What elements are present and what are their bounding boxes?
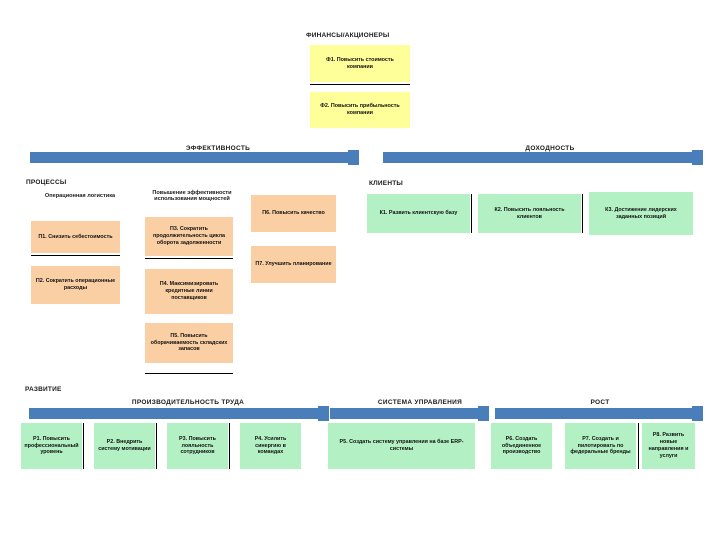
objective-box-p4[interactable]: П4. Максимизировать кредитные линии пост… (145, 269, 233, 314)
divider-development-3 (229, 423, 230, 469)
divider-development-1 (83, 423, 84, 469)
objective-box-k3[interactable]: К3. Достижение лидерских заданных позици… (589, 192, 693, 235)
perspective-label-clients: КЛИЕНТЫ (369, 180, 403, 187)
objective-box-f1[interactable]: Ф1. Повысить стоимость компании (310, 45, 410, 82)
band-arrow-growth (495, 406, 703, 421)
band-arrow-profitability (383, 150, 703, 165)
band-title-profitability: ДОХОДНОСТЬ (525, 145, 575, 152)
objective-box-r7[interactable]: Р7. Создать и пилотировать по федеральны… (565, 423, 636, 469)
divider-development-4 (638, 423, 639, 469)
divider-clients-2 (582, 194, 583, 233)
objective-box-p6[interactable]: П6. Повысить качество (251, 195, 336, 232)
divider-processes-operational (31, 255, 120, 256)
objective-box-f2[interactable]: Ф2. Повысить прибыльность компании (310, 92, 410, 128)
objective-box-r5[interactable]: Р5. Создать систему управления на базе E… (328, 423, 475, 469)
band-title-effectiveness: ЭФФЕКТИВНОСТЬ (185, 145, 251, 152)
band-arrow-tip-effectiveness (348, 150, 359, 165)
objective-box-k1[interactable]: К1. Развить клиентскую базу (367, 194, 470, 233)
perspective-label-finance: ФИНАНСЫ/АКЦИОНЕРЫ (306, 32, 390, 39)
objective-box-p2[interactable]: П2. Сократить операционные расходы (31, 266, 120, 304)
perspective-label-processes: ПРОЦЕССЫ (26, 179, 67, 186)
band-arrow-tip-management (478, 406, 489, 421)
band-title-labour: ПРОИЗВОДИТЕЛЬНОСТЬ ТРУДА (131, 399, 245, 406)
objective-box-k2[interactable]: К2. Повысить лояльность клиентов (478, 194, 581, 233)
band-arrow-management (330, 406, 489, 421)
divider-clients-1 (471, 194, 472, 233)
divider-finance (310, 84, 410, 85)
objective-box-r8[interactable]: Р8. Развить новые направления и услуги (642, 423, 695, 469)
objective-box-r1[interactable]: Р1. Повысить профессиональный уровень (21, 423, 82, 469)
band-arrow-tip-growth (692, 406, 703, 421)
divider-processes-capacity-1 (145, 258, 233, 259)
band-arrow-tip-labour (318, 406, 329, 421)
band-arrow-tip-profitability (692, 150, 703, 165)
column-caption-capacity: Повышение эффективности использования мо… (152, 190, 232, 203)
column-caption-operational: Операционная логистика (44, 193, 116, 199)
objective-box-p7[interactable]: П7. Улучшить планирование (251, 246, 336, 283)
band-title-growth: РОСТ (590, 399, 610, 406)
perspective-label-development: РАЗВИТИЕ (25, 386, 62, 393)
objective-box-p5[interactable]: П5. Повысить оборачиваемость складских з… (145, 323, 233, 363)
band-title-management: СИСТЕМА УПРАВЛЕНИЯ (377, 399, 463, 406)
band-arrow-effectiveness (30, 150, 359, 165)
divider-development-2 (156, 423, 157, 469)
objective-box-r3[interactable]: Р3. Повысить лояльность сотрудников (167, 423, 228, 469)
objective-box-r6[interactable]: Р6. Создать объединенное производство (491, 423, 552, 469)
divider-processes-capacity-2 (145, 373, 233, 374)
objective-box-r4[interactable]: Р4. Усилить синергию в командах (240, 423, 301, 469)
objective-box-p3[interactable]: П3. Сократить продолжительность цикла об… (145, 217, 233, 256)
objective-box-p1[interactable]: П1. Снизить себестоимость (31, 221, 120, 253)
band-arrow-labour (29, 406, 329, 421)
objective-box-r2[interactable]: Р2. Внедрить систему мотивации (94, 423, 155, 469)
